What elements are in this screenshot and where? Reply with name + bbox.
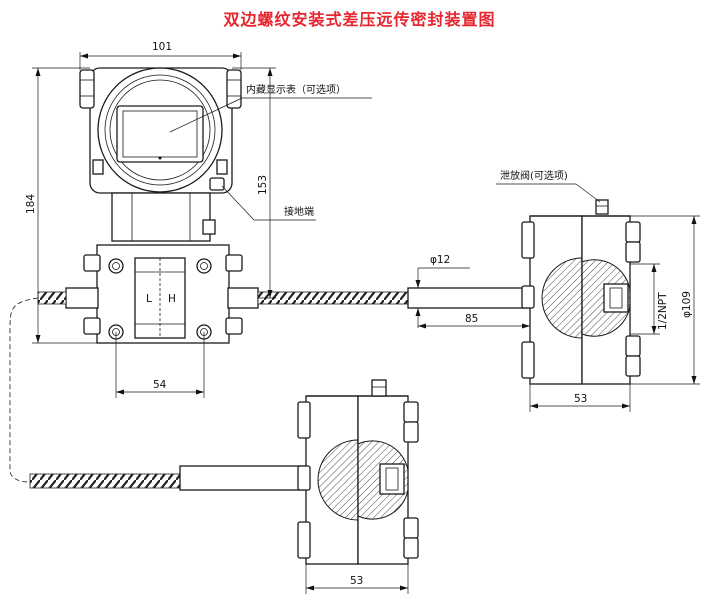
dim-pipe-length: 85 (465, 313, 478, 325)
transmitter-neck (111, 192, 211, 242)
dim-seal-width-bottom: 53 (350, 575, 363, 587)
ground-terminal (209, 177, 225, 191)
dim-npt: 1/2NPT (657, 292, 669, 330)
seal-bottom-pipe (179, 465, 307, 491)
dim-seal-width-right: 53 (574, 393, 587, 405)
ground-callout-label: 接地端 (284, 205, 314, 218)
vent-valve-bottom (371, 379, 387, 397)
seal-right-pipe (407, 287, 531, 309)
capillary-right (257, 291, 409, 305)
dim-height-total: 184 (25, 194, 37, 214)
dim-seal-diameter: φ109 (681, 291, 693, 318)
dim-width-top: 101 (152, 41, 172, 53)
remote-seal-bottom (179, 379, 419, 565)
dim-pipe-diameter: φ12 (430, 254, 450, 266)
display-callout-label: 内藏显示表（可选项） (246, 83, 346, 96)
capillary-loop (9, 297, 39, 483)
vent-valve (595, 199, 609, 215)
low-side-label: L (146, 293, 152, 305)
capillary-tubes (9, 291, 409, 489)
callouts: 内藏显示表（可选项） 接地端 泄放阀(可选项) (169, 83, 601, 221)
dim-height-body: 153 (257, 175, 269, 195)
vent-callout-label: 泄放阀(可选项) (500, 169, 568, 182)
remote-seal-right (407, 199, 641, 385)
dim-flange-spacing: 54 (153, 379, 167, 391)
transmitter: L H (65, 67, 259, 344)
diagram-title: 双边螺纹安装式差压远传密封装置图 (223, 10, 496, 29)
dimension-lines: 101 184 153 54 φ12 85 (25, 41, 700, 594)
lcd-display (116, 105, 204, 163)
capillary-bottom (29, 473, 181, 489)
high-side-label: H (168, 293, 176, 305)
